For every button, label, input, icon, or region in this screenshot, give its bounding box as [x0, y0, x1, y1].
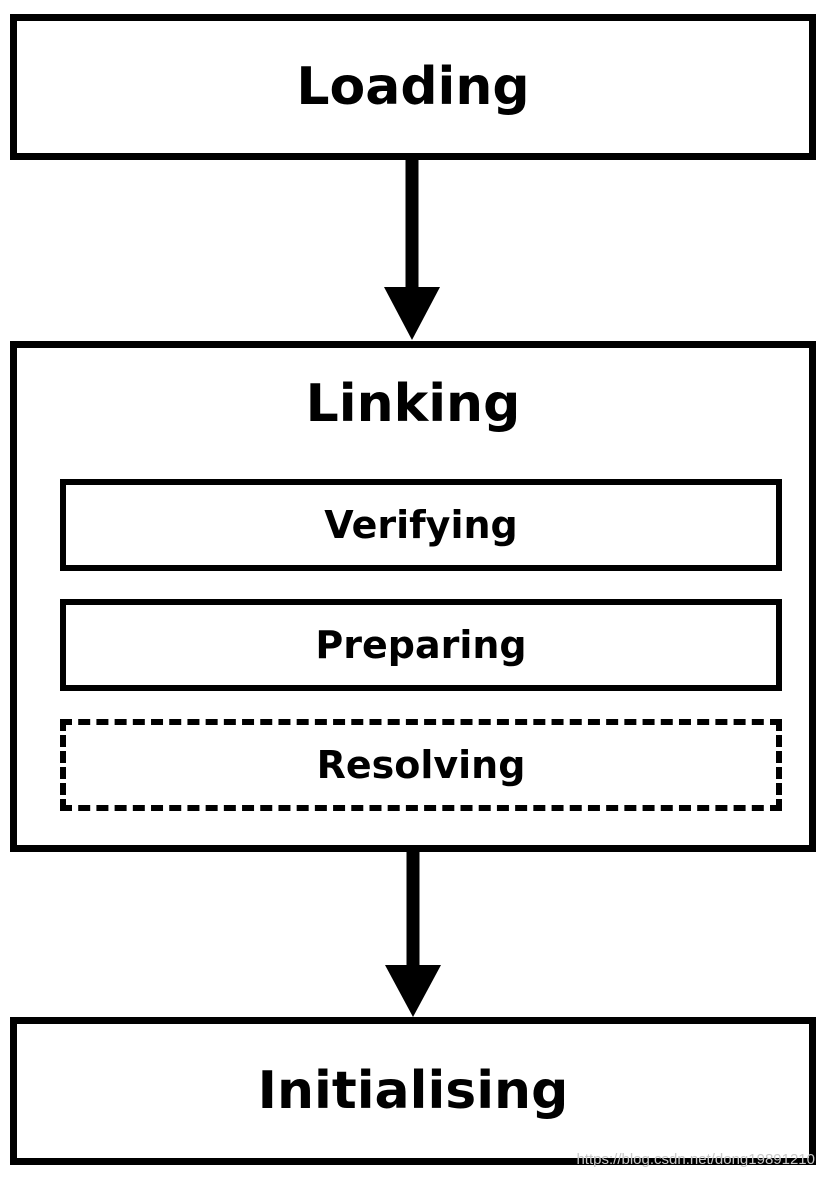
initialising-label: Initialising — [257, 1061, 569, 1121]
loading-stage-box: Loading — [10, 14, 816, 160]
verifying-label: Verifying — [324, 503, 518, 547]
resolving-label: Resolving — [316, 743, 526, 787]
preparing-label: Preparing — [315, 623, 527, 667]
resolving-step-box: Resolving — [60, 719, 782, 811]
linking-label: Linking — [305, 374, 521, 434]
initialising-stage-box: Initialising — [10, 1017, 816, 1165]
watermark-text: https://blog.csdn.net/dong19891210 — [576, 1151, 815, 1168]
preparing-step-box: Preparing — [60, 599, 782, 691]
linking-stage-box: Linking Verifying Preparing Resolving — [10, 341, 816, 852]
arrow-linking-to-initialising — [385, 852, 441, 1017]
loading-label: Loading — [296, 57, 530, 117]
arrow-loading-to-linking — [384, 160, 440, 340]
verifying-step-box: Verifying — [60, 479, 782, 571]
